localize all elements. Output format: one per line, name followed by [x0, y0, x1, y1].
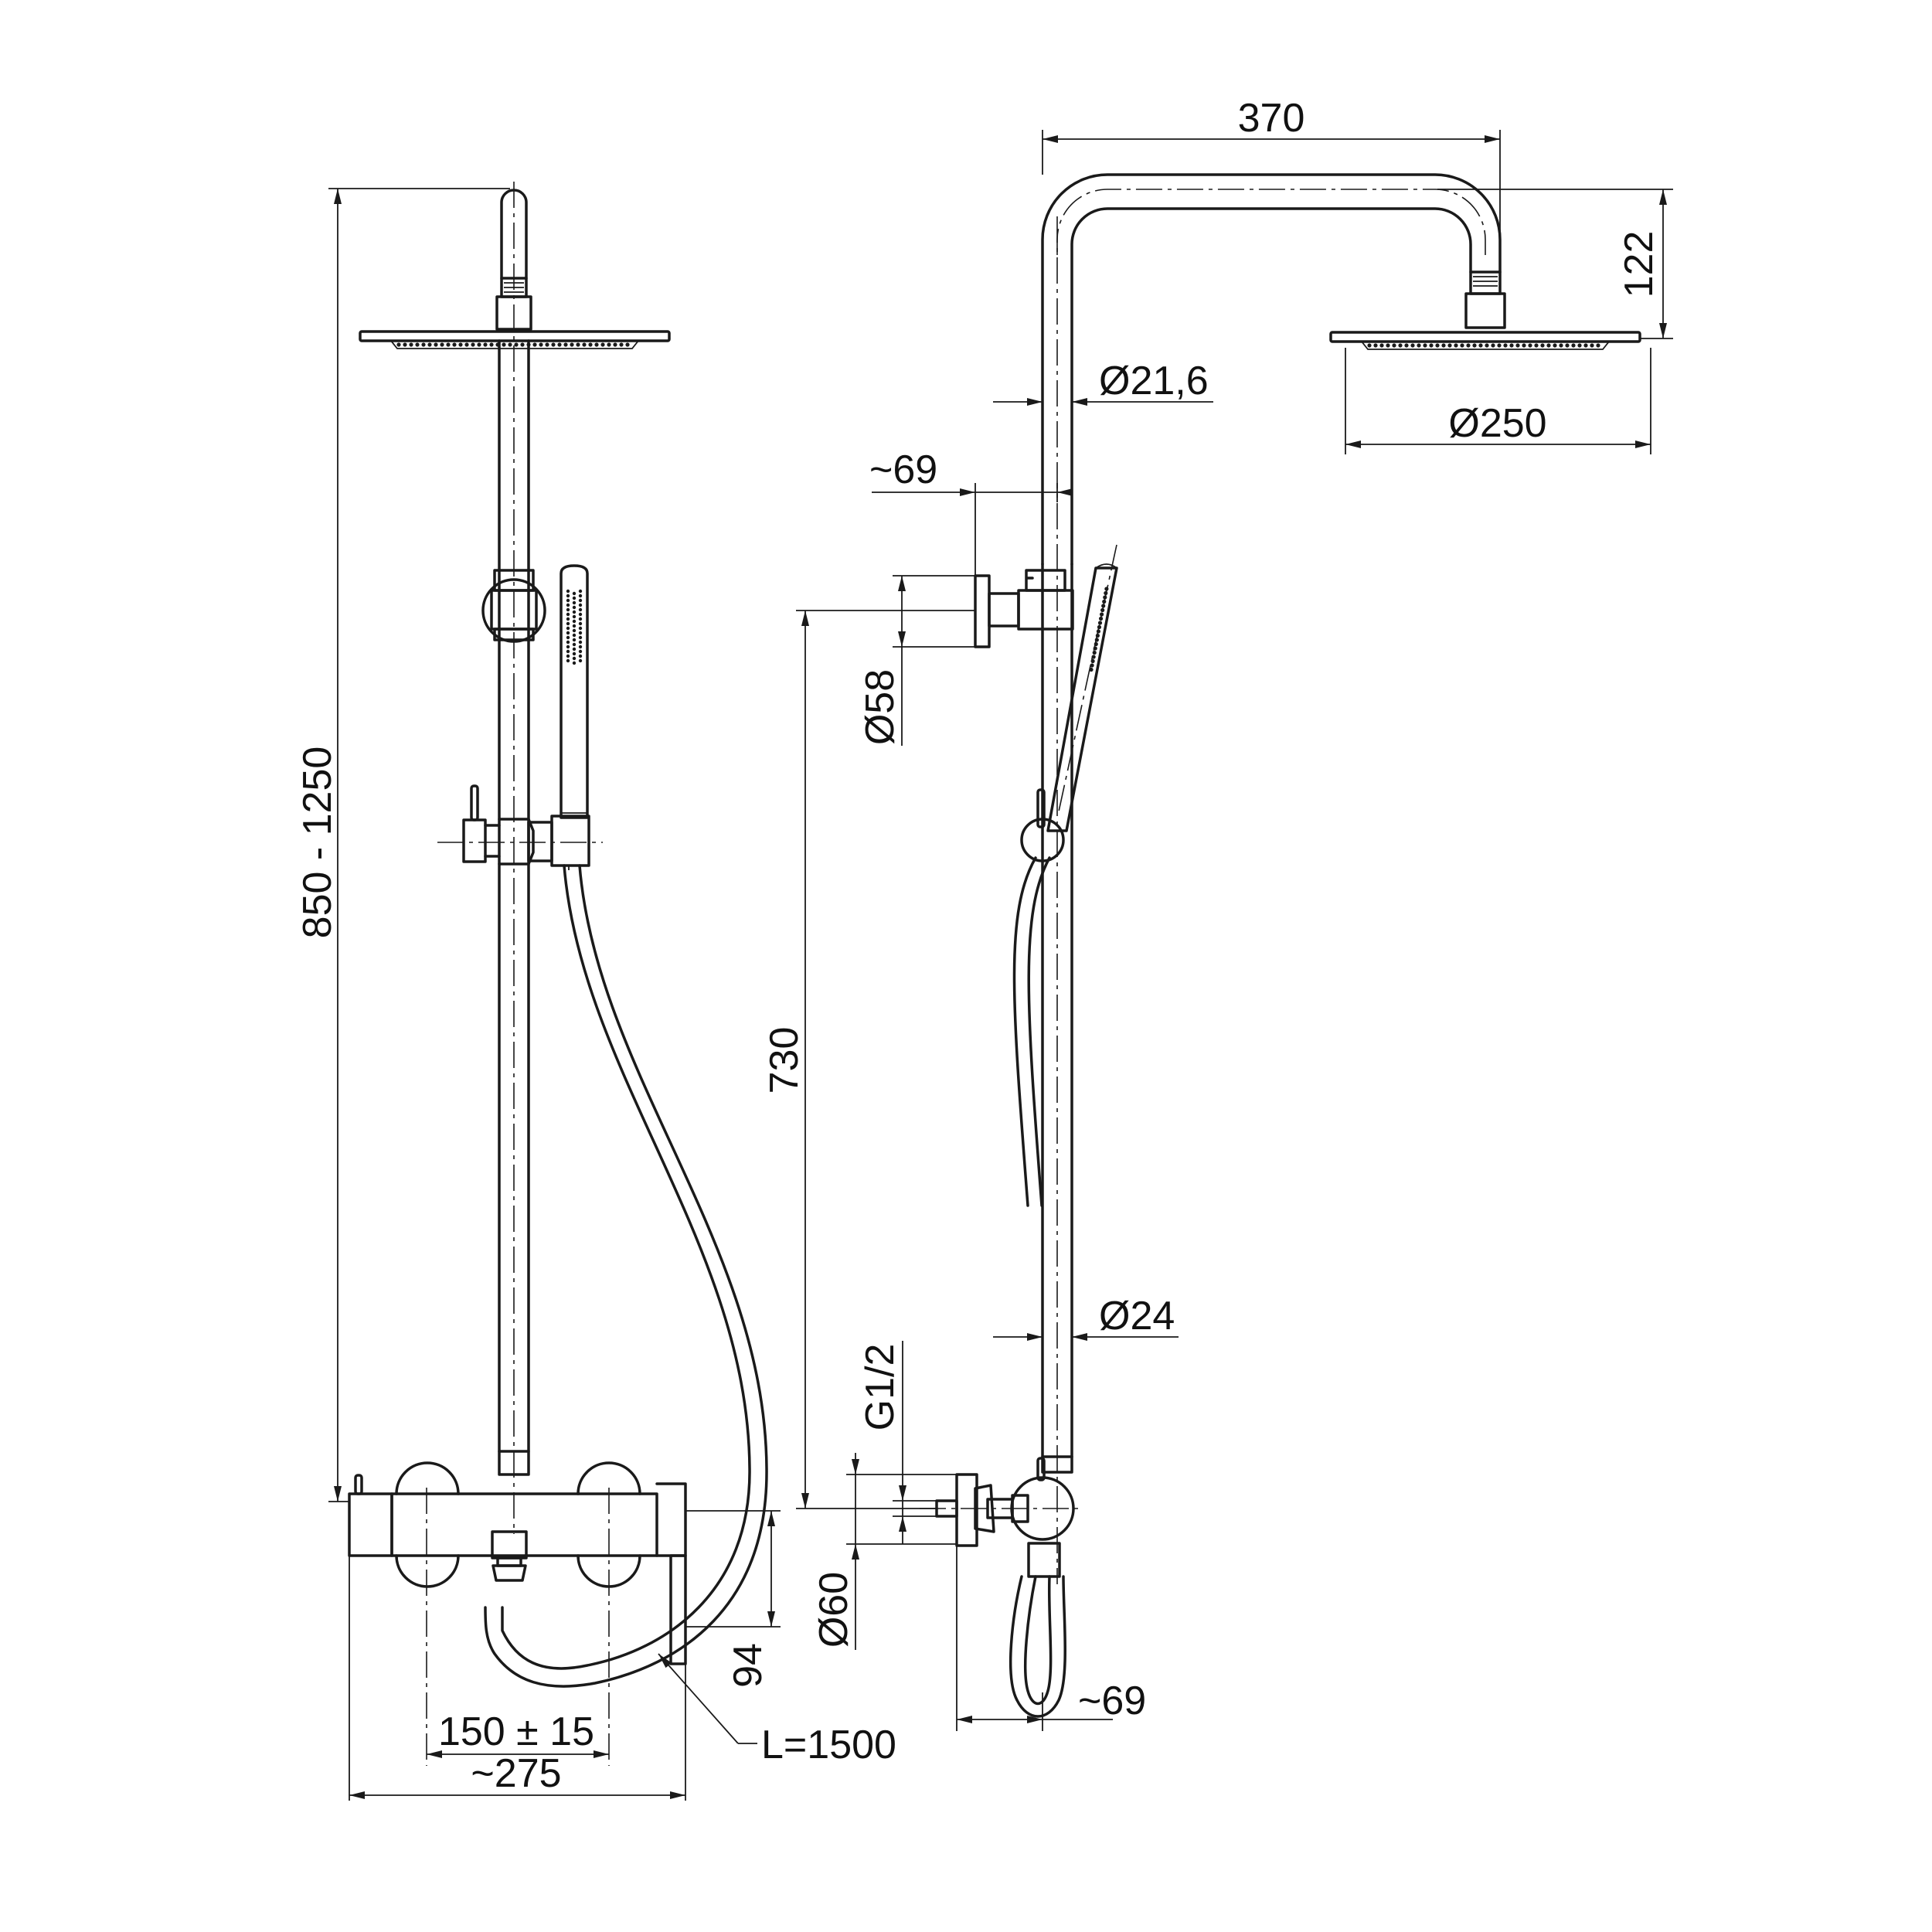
label-hose-length: L=1500 — [761, 1723, 896, 1767]
shower-head-nozzles — [396, 342, 630, 347]
front-dimensions: 850 - 1250 150 ± 15 ~275 94 L=1500 — [295, 188, 896, 1801]
side-dimensions: 370 122 Ø250 Ø21,6 ~69 Ø58 730 — [762, 96, 1673, 1731]
label-rail-diameter: Ø24 — [1099, 1294, 1175, 1338]
hand-shower-spray-holes — [566, 589, 583, 665]
label-arm-diameter: Ø21,6 — [1099, 359, 1209, 403]
side-shower-head — [1329, 331, 1641, 350]
front-mixer — [348, 1461, 687, 1766]
label-valve-spacing: 150 ± 15 — [438, 1709, 594, 1754]
label-spout-drop: 94 — [726, 1643, 770, 1688]
side-shower-arm — [1041, 173, 1506, 566]
front-rail — [498, 339, 530, 1476]
side-hose — [1009, 856, 1067, 1718]
front-wall-bracket — [481, 569, 546, 643]
label-mixer-width: ~275 — [471, 1751, 561, 1796]
label-bracket-offset: ~69 — [869, 447, 937, 492]
front-slider — [437, 784, 603, 870]
side-wall-bracket — [974, 569, 1074, 648]
label-mixer-offset: ~69 — [1078, 1679, 1146, 1723]
label-bracket-diameter: Ø58 — [858, 669, 903, 745]
label-head-diameter: Ø250 — [1448, 401, 1546, 446]
side-view — [920, 173, 1641, 1718]
side-hand-shower-holes — [1089, 587, 1109, 672]
front-view — [348, 182, 768, 1766]
label-escutcheon-diameter: Ø60 — [811, 1572, 856, 1648]
side-shower-head-nozzles — [1367, 343, 1600, 348]
label-head-drop: 122 — [1617, 231, 1662, 298]
side-hand-shower — [1020, 563, 1118, 862]
label-arm-length: 370 — [1238, 96, 1305, 141]
label-height-range: 850 - 1250 — [295, 747, 340, 939]
front-hose — [484, 864, 768, 1688]
label-inlet-thread: G1/2 — [858, 1344, 903, 1431]
front-top-riser — [495, 189, 532, 331]
side-rail — [1041, 563, 1073, 1474]
label-rail-height: 730 — [762, 1027, 807, 1094]
front-shower-head — [359, 330, 671, 349]
side-mixer — [920, 1457, 1082, 1547]
front-hand-shower — [560, 564, 589, 819]
